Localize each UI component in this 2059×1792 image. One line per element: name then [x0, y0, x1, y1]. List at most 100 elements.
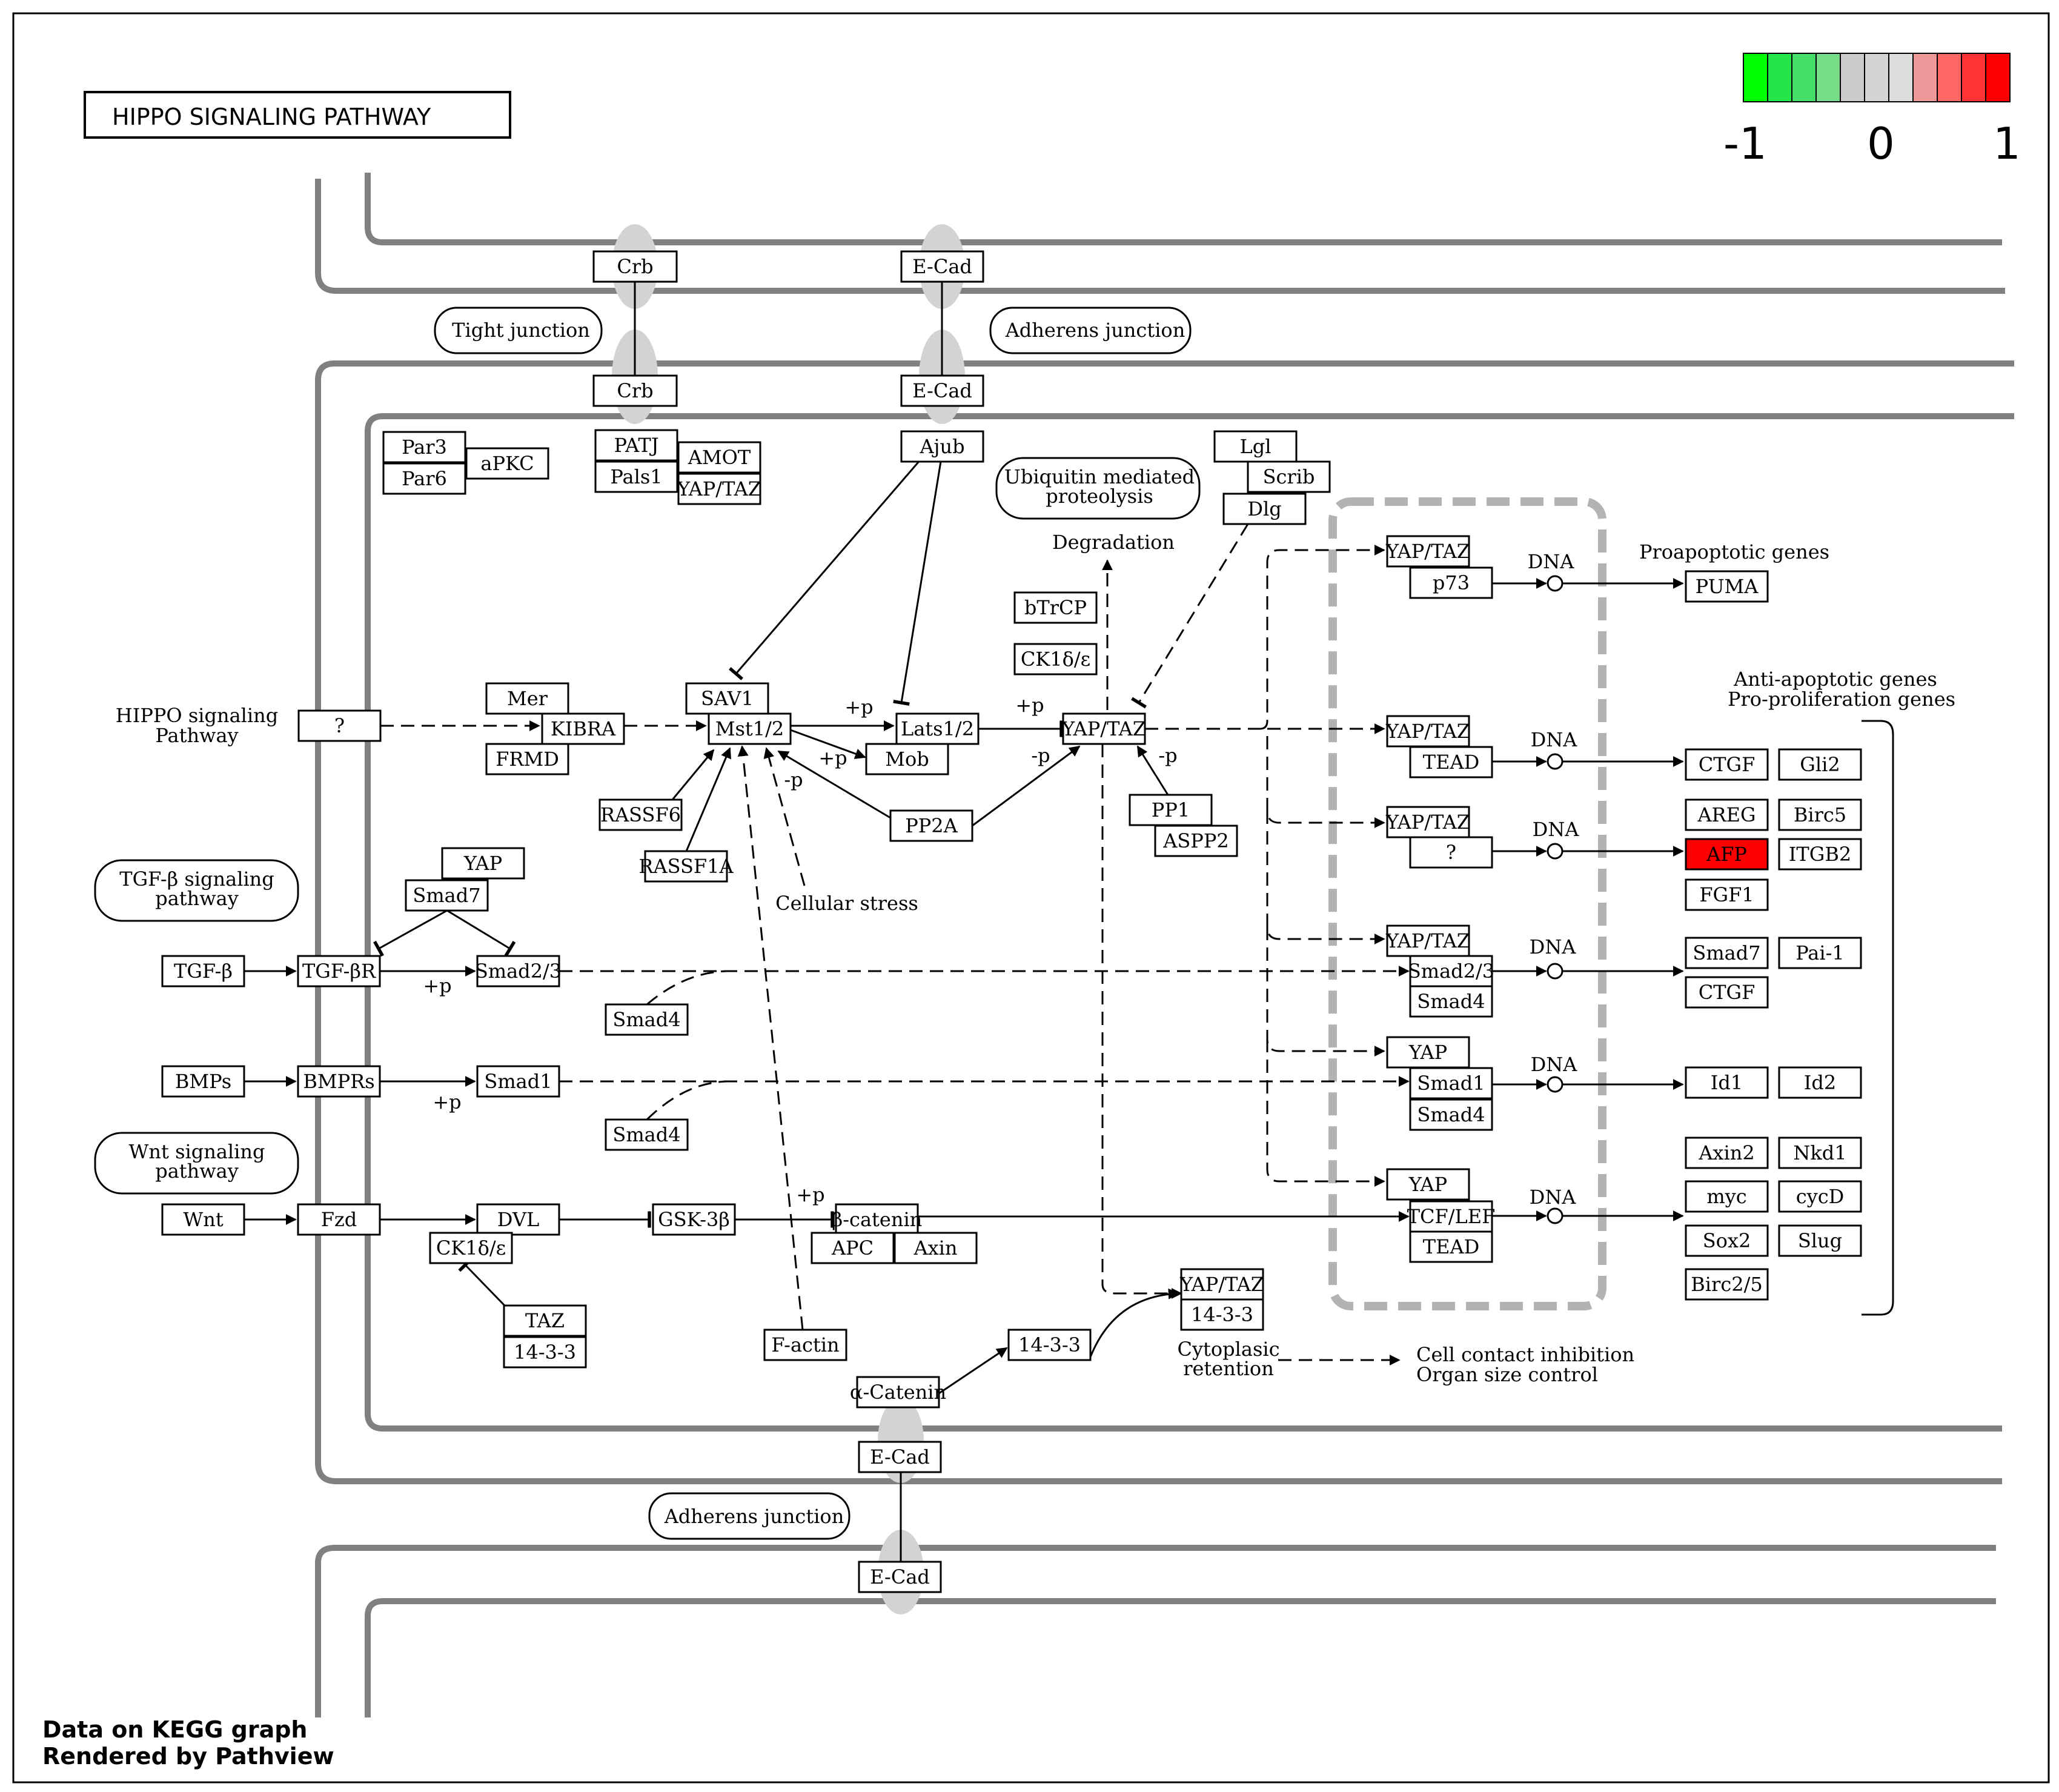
node-n-q[interactable]: ?: [1409, 836, 1493, 869]
node-n-yap2[interactable]: YAP: [1386, 1168, 1470, 1201]
node-id2[interactable]: Id2: [1778, 1066, 1862, 1099]
node-n-smad4a[interactable]: Smad4: [1409, 985, 1493, 1018]
node-n-tcflef[interactable]: TCF/LEF: [1407, 1200, 1496, 1233]
node-n-smad1[interactable]: Smad1: [1409, 1067, 1493, 1100]
node-mob[interactable]: Mob: [865, 743, 949, 775]
node-afp[interactable]: AFP: [1685, 838, 1769, 871]
node-sav1[interactable]: SAV1: [685, 682, 769, 715]
node-gsk3b[interactable]: GSK-3β: [652, 1203, 736, 1236]
node-n-tead2[interactable]: TEAD: [1409, 1230, 1493, 1263]
node-factin[interactable]: F-actin: [763, 1329, 847, 1361]
node-t1433-a[interactable]: 14-3-3: [503, 1336, 587, 1369]
node-n-yaptaz1[interactable]: YAP/TAZ: [1385, 535, 1470, 568]
node-mer[interactable]: Mer: [485, 682, 569, 715]
node-dvl[interactable]: DVL: [476, 1203, 560, 1236]
node-lgl[interactable]: Lgl: [1213, 430, 1298, 463]
node-n-yap1[interactable]: YAP: [1386, 1036, 1470, 1069]
node-yaptaz-main[interactable]: YAP/TAZ: [1061, 712, 1146, 745]
node-smad7-tgf[interactable]: Smad7: [405, 879, 489, 912]
node-label: YAP/TAZ: [1385, 929, 1470, 952]
node-pals1[interactable]: Pals1: [594, 460, 678, 493]
node-n-smad4b[interactable]: Smad4: [1409, 1098, 1493, 1131]
edge-1433-yaptaz: [1089, 1288, 1179, 1358]
node-frmd[interactable]: FRMD: [485, 743, 569, 775]
node-pai1[interactable]: Pai-1: [1778, 937, 1862, 969]
node-ck1de[interactable]: CK1δ/ε: [1013, 643, 1098, 675]
node-apc[interactable]: APC: [811, 1232, 895, 1264]
node-pp2a[interactable]: PP2A: [889, 809, 973, 842]
node-yaptaz-amot[interactable]: YAP/TAZ: [677, 473, 761, 505]
node-sox2[interactable]: Sox2: [1685, 1224, 1769, 1257]
node-amot[interactable]: AMOT: [677, 441, 761, 474]
node-rassf6[interactable]: RASSF6: [598, 798, 683, 831]
node-id1[interactable]: Id1: [1685, 1066, 1769, 1099]
node-birc5[interactable]: Birc5: [1778, 798, 1862, 831]
node-bmps[interactable]: BMPs: [161, 1065, 245, 1098]
node-crb-top[interactable]: Crb: [592, 250, 678, 283]
node-apkc[interactable]: aPKC: [465, 447, 549, 480]
node-bcatenin[interactable]: β-catenin: [832, 1203, 923, 1236]
node-tgfb[interactable]: TGF-β: [161, 955, 245, 987]
node-pp1[interactable]: PP1: [1129, 794, 1213, 826]
node-areg[interactable]: AREG: [1685, 798, 1769, 831]
node-myc[interactable]: myc: [1685, 1180, 1769, 1213]
node-axin[interactable]: Axin: [894, 1232, 978, 1264]
node-ajub[interactable]: Ajub: [900, 430, 984, 463]
node-dlg[interactable]: Dlg: [1222, 493, 1307, 525]
node-fgf1[interactable]: FGF1: [1685, 878, 1769, 911]
node-nkd1[interactable]: Nkd1: [1778, 1137, 1862, 1169]
node-yap-tgf[interactable]: YAP: [441, 847, 525, 880]
node-ecad-low2[interactable]: E-Cad: [858, 1561, 942, 1593]
node-yaptaz-cyto[interactable]: YAP/TAZ: [1179, 1268, 1264, 1301]
node-smad1[interactable]: Smad1: [476, 1065, 560, 1098]
node-kibra[interactable]: KIBRA: [541, 712, 625, 745]
node-label: TGF-β: [174, 960, 233, 983]
node-tgfbr[interactable]: TGF-βR: [297, 955, 381, 987]
node-ecad-mid[interactable]: E-Cad: [900, 374, 984, 407]
node-ctgf2[interactable]: CTGF: [1685, 976, 1769, 1009]
node-label: CTGF: [1699, 981, 1756, 1004]
node-btrcp[interactable]: bTrCP: [1013, 591, 1098, 624]
node-wnt[interactable]: Wnt: [161, 1203, 245, 1236]
node-n-yaptaz4[interactable]: YAP/TAZ: [1385, 924, 1470, 957]
node-n-p73[interactable]: p73: [1409, 566, 1493, 599]
node-par6[interactable]: Par6: [382, 462, 466, 495]
node-smad7-t[interactable]: Smad7: [1685, 937, 1769, 969]
node-scrib[interactable]: Scrib: [1247, 460, 1331, 493]
node-smad4-a[interactable]: Smad4: [605, 1003, 689, 1036]
node-puma[interactable]: PUMA: [1685, 570, 1769, 603]
node-ctgf1[interactable]: CTGF: [1685, 748, 1769, 781]
node-patj[interactable]: PATJ: [594, 429, 678, 462]
node-smad23[interactable]: Smad2/3: [475, 955, 562, 987]
node-n-yaptaz2[interactable]: YAP/TAZ: [1385, 715, 1470, 748]
node-cycd[interactable]: cycD: [1778, 1180, 1862, 1213]
node-crb-bot[interactable]: Crb: [592, 374, 678, 407]
legend-max-label: 1: [1993, 118, 2021, 169]
node-mst12[interactable]: Mst1/2: [708, 712, 792, 745]
node-smad4-b[interactable]: Smad4: [605, 1118, 689, 1151]
node-n-smad23[interactable]: Smad2/3: [1408, 955, 1494, 987]
node-lats12[interactable]: Lats1/2: [895, 712, 980, 745]
node-n-tead1[interactable]: TEAD: [1409, 746, 1493, 778]
node-rassf1a[interactable]: RASSF1A: [638, 850, 734, 883]
node-box: [1685, 1224, 1769, 1257]
node-t1433-c[interactable]: 14-3-3: [1180, 1298, 1264, 1331]
node-ecad-low1[interactable]: E-Cad: [858, 1441, 942, 1473]
node-birc25[interactable]: Birc2/5: [1685, 1268, 1769, 1301]
node-ecad-top[interactable]: E-Cad: [900, 250, 984, 283]
node-par3[interactable]: Par3: [382, 431, 466, 463]
node-taz[interactable]: TAZ: [503, 1304, 587, 1337]
node-gli2[interactable]: Gli2: [1778, 748, 1862, 781]
node-q-hippo[interactable]: ?: [297, 709, 382, 742]
node-axin2[interactable]: Axin2: [1685, 1137, 1769, 1169]
node-itgb2[interactable]: ITGB2: [1778, 838, 1862, 871]
node-bmprs[interactable]: BMPRs: [297, 1065, 381, 1098]
node-n-yaptaz3[interactable]: YAP/TAZ: [1385, 806, 1470, 838]
node-ck1de-2[interactable]: CK1δ/ε: [429, 1232, 513, 1264]
node-slug[interactable]: Slug: [1778, 1224, 1862, 1257]
node-acatenin[interactable]: α-Catenin: [850, 1376, 946, 1409]
node-t1433-b[interactable]: 14-3-3: [1007, 1329, 1092, 1361]
node-aspp2[interactable]: ASPP2: [1154, 825, 1238, 857]
node-fzd[interactable]: Fzd: [297, 1203, 381, 1236]
